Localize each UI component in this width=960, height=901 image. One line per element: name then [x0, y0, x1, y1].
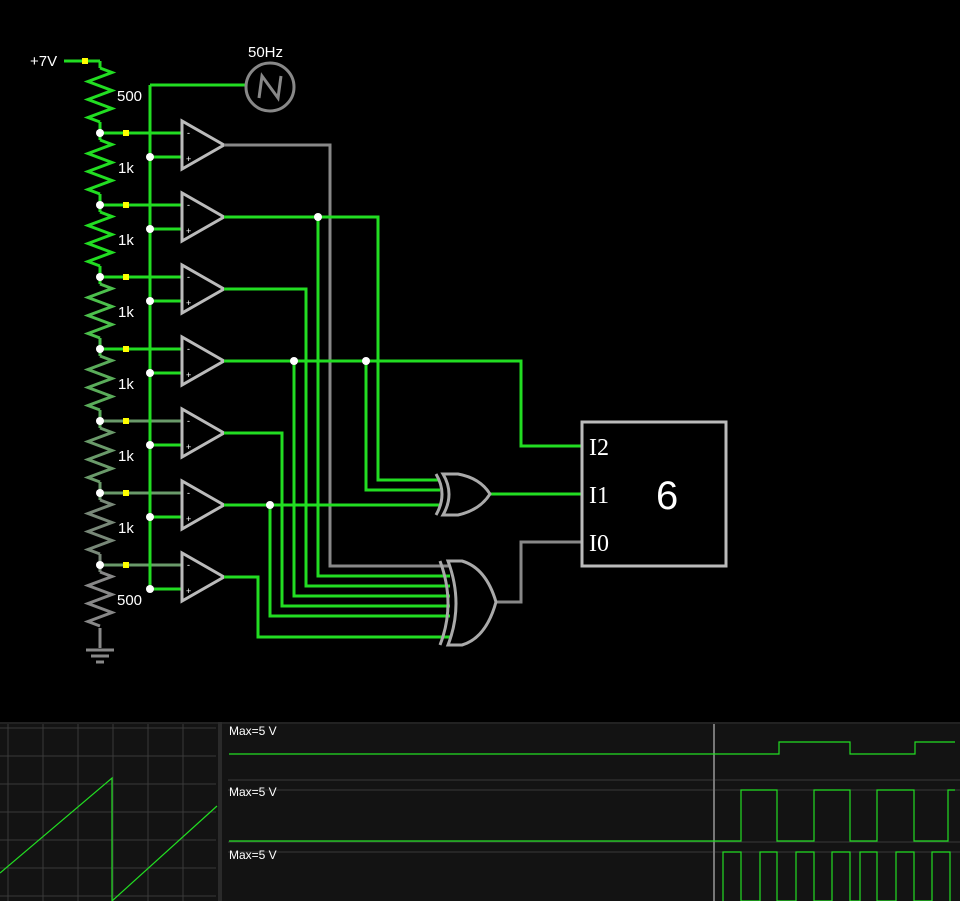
supply[interactable]: +7V: [30, 53, 102, 70]
resistor-value-8: 500: [117, 592, 142, 609]
output-value: 6: [656, 474, 678, 518]
tap-terminal-2: [123, 202, 129, 208]
resistor-value-6: 1k: [118, 448, 134, 465]
comparator-minus-label: -: [187, 272, 190, 282]
tap-terminal-3: [123, 274, 129, 280]
resistor-value-3: 1k: [118, 232, 134, 249]
sawtooth-symbol: [257, 72, 283, 102]
comparator-plus-label: +: [186, 370, 191, 380]
resistor-value-2: 1k: [118, 160, 134, 177]
tap-terminal-7: [123, 562, 129, 568]
trace-i2: [229, 741, 955, 755]
comparator-4[interactable]: -+: [146, 334, 228, 388]
logic-wiring[interactable]: [224, 143, 582, 639]
comparator-plus-label: +: [186, 514, 191, 524]
resistor-5[interactable]: [83, 354, 117, 412]
trace-label-i0: Max=5 V: [229, 848, 277, 862]
resistor-value-5: 1k: [118, 376, 134, 393]
comparator-plus-label: +: [186, 442, 191, 452]
wire-c1-out[interactable]: [224, 143, 450, 568]
sawtooth-icon: [244, 61, 296, 113]
comparator-minus-label: -: [187, 488, 190, 498]
trace-label-i2: Max=5 V: [229, 724, 277, 738]
wire-c4-to-xor2[interactable]: [364, 361, 440, 492]
resistor-2[interactable]: [83, 138, 117, 196]
tap-node-5: [96, 417, 104, 425]
ramp-waveform: [0, 776, 218, 901]
comparator-plus-label: +: [186, 226, 191, 236]
comparator-minus-label: -: [187, 344, 190, 354]
comparator-minus-label: -: [187, 416, 190, 426]
tap-node-1: [96, 129, 104, 137]
supply-label: +7V: [30, 53, 57, 70]
ac-source[interactable]: 50Hz: [148, 44, 296, 590]
wire-c5-to-xor7[interactable]: [224, 431, 450, 608]
resistor-value-4: 1k: [118, 304, 134, 321]
input-label-i0: I0: [589, 531, 609, 557]
wire-c4-to-i2[interactable]: [224, 359, 582, 448]
xor-gate-7[interactable]: [438, 559, 498, 647]
ground-symbol: [86, 628, 114, 664]
resistor-4[interactable]: [83, 282, 117, 340]
resistor-value-1: 500: [117, 88, 142, 105]
comparator-bank[interactable]: -+-+-+-+-+-+-+: [146, 118, 228, 604]
scope-digital[interactable]: Max=5 V Max=5 V Max=5 V: [228, 724, 960, 901]
trace-i0: [722, 851, 951, 901]
trace-label-i1: Max=5 V: [229, 785, 277, 799]
tap-terminal-6: [123, 490, 129, 496]
comparator-plus-label: +: [186, 298, 191, 308]
comparator-5[interactable]: -+: [146, 406, 228, 460]
tap-terminal-5: [123, 418, 129, 424]
output-display[interactable]: I2 I1 I0 6: [580, 420, 728, 568]
wire-xor7-to-i0[interactable]: [496, 540, 582, 604]
wire-c4-to-xor7[interactable]: [292, 361, 450, 598]
wire-c2-to-xor7[interactable]: [316, 217, 450, 578]
comparator-minus-label: -: [187, 200, 190, 210]
resistor-ladder[interactable]: 500 1k 1k 1k 1k 1k 1k 500: [83, 66, 182, 628]
tap-node-3: [96, 273, 104, 281]
scope-input-ramp[interactable]: [0, 722, 222, 901]
wire-c7-to-xor7[interactable]: [224, 575, 450, 639]
wire-c6-to-xor7[interactable]: [268, 505, 450, 618]
comparator-6[interactable]: -+: [146, 478, 228, 532]
resistor-8[interactable]: [83, 570, 117, 628]
tap-node-7: [96, 561, 104, 569]
comparator-plus-label: +: [186, 154, 191, 164]
comparator-3[interactable]: -+: [146, 262, 228, 316]
tap-terminal-1: [123, 130, 129, 136]
comparator-1[interactable]: -+: [146, 118, 228, 172]
comparator-minus-label: -: [187, 128, 190, 138]
tap-node-6: [96, 489, 104, 497]
wire-c2-to-xor2[interactable]: [224, 215, 440, 482]
tap-terminal-4: [123, 346, 129, 352]
resistor-1[interactable]: [83, 66, 117, 124]
tap-node-4: [96, 345, 104, 353]
comparator-plus-label: +: [186, 586, 191, 596]
resistor-6[interactable]: [83, 426, 117, 484]
xor-gate-2[interactable]: [434, 472, 492, 517]
tap-node-2: [96, 201, 104, 209]
resistor-value-7: 1k: [118, 520, 134, 537]
wire-c3-to-xor7[interactable]: [224, 287, 450, 588]
comparator-2[interactable]: -+: [146, 190, 228, 244]
input-label-i1: I1: [589, 483, 609, 509]
source-label: 50Hz: [248, 44, 283, 61]
resistor-3[interactable]: [83, 210, 117, 268]
comparator-minus-label: -: [187, 560, 190, 570]
comparator-7[interactable]: -+: [146, 550, 228, 604]
trace-i1: [229, 789, 955, 842]
ramp-scope-grid: [0, 724, 216, 901]
supply-terminal: [82, 58, 88, 64]
display-box: [580, 420, 728, 568]
input-label-i2: I2: [589, 435, 609, 461]
resistor-7[interactable]: [83, 498, 117, 556]
